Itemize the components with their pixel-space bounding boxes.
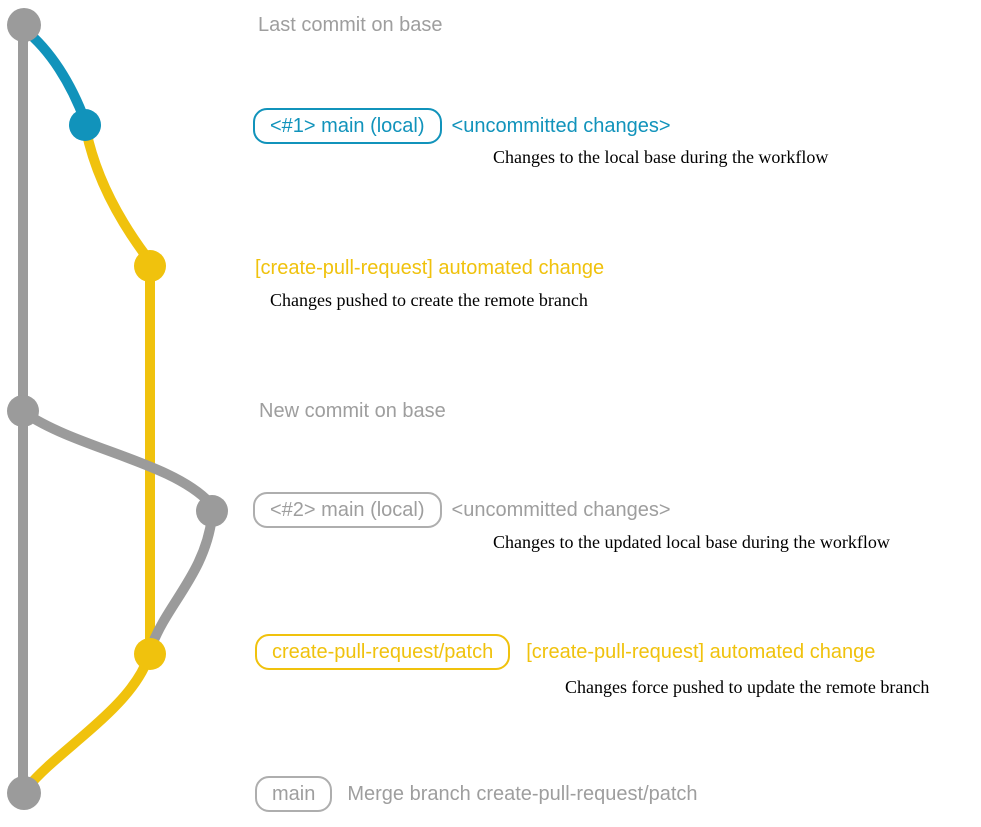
commit-dot-new-commit-on-base <box>7 395 39 427</box>
merge-row: main Merge branch create-pull-request/pa… <box>255 776 698 812</box>
new-commit-label: New commit on base <box>259 400 446 422</box>
step4-title: [create-pull-request] automated change <box>526 641 876 663</box>
local-branch-curve-1 <box>20 25 90 126</box>
branch-badge-main: main <box>255 776 333 812</box>
merge-commit-label: Merge branch create-pull-request/patch <box>347 783 698 805</box>
local-branch-curve-2 <box>20 408 215 508</box>
commit-dot-merge-commit <box>7 776 41 810</box>
last-commit-label: Last commit on base <box>258 14 443 36</box>
step4-row: create-pull-request/patch [create-pull-r… <box>255 634 875 670</box>
branch-badge-main-local-1: <#1> main (local) <box>253 108 442 144</box>
patch-branch-curve-1 <box>81 125 151 261</box>
commit-dot-last-commit-on-base <box>7 8 41 42</box>
step3-description: Changes to the updated local base during… <box>493 532 890 552</box>
branch-badge-patch: create-pull-request/patch <box>255 634 511 670</box>
step3-row: <#2> main (local) <uncommitted changes> <box>253 492 671 528</box>
git-graph <box>7 8 228 810</box>
step1-description: Changes to the local base during the wor… <box>493 147 829 167</box>
step2-title: [create-pull-request] automated change <box>255 257 605 279</box>
step1-title: <uncommitted changes> <box>451 115 671 137</box>
commit-dot-automated-change-1 <box>134 250 166 282</box>
step2-description: Changes pushed to create the remote bran… <box>270 290 588 310</box>
commit-dot-uncommitted-1 <box>69 109 101 141</box>
step1-row: <#1> main (local) <uncommitted changes> <box>253 108 671 144</box>
commit-dot-uncommitted-2 <box>196 495 228 527</box>
step4-description: Changes force pushed to update the remot… <box>565 677 930 697</box>
branch-badge-main-local-2: <#2> main (local) <box>253 492 442 528</box>
merge-curve <box>22 653 153 793</box>
local-branch-curve-3 <box>147 512 217 650</box>
commit-dot-automated-change-2 <box>134 638 166 670</box>
step3-title: <uncommitted changes> <box>451 499 671 521</box>
